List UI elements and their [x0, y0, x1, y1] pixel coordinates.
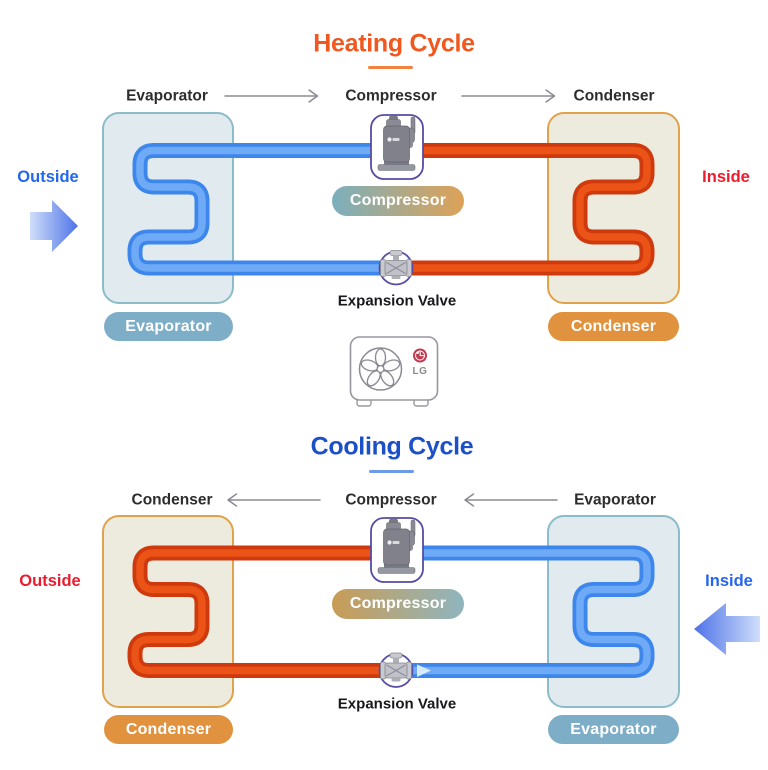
lg-logo-text: LG [412, 366, 428, 377]
heating-hot-pipe [396, 143, 655, 276]
heating-condenser-badge: Condenser [548, 312, 679, 341]
heating-condenser-badge-label: Condenser [570, 317, 657, 335]
cooling-condenser-badge-label: Condenser [125, 720, 212, 738]
heating-title: Heating Cycle [313, 29, 475, 58]
outdoor-unit-icon [349, 336, 439, 407]
fan-icon [358, 347, 403, 391]
heating-cold-pipe [127, 143, 396, 276]
cooling-cold-pipe [396, 545, 655, 678]
cooling-evaporator-box [547, 515, 680, 708]
cooling-outside-label: Outside [19, 571, 81, 590]
cooling-hot-pipe [127, 545, 396, 678]
cooling-evaporator-badge-label: Evaporator [570, 720, 657, 738]
heating-inside-label: Inside [702, 167, 750, 186]
cooling-flow-arrows [227, 493, 558, 507]
heating-title-underline [368, 66, 413, 69]
heating-flow-label-condenser: Condenser [573, 87, 655, 105]
heating-outside-label: Outside [17, 167, 79, 186]
heating-flow-arrows [224, 89, 556, 103]
cooling-flow-label-condenser: Condenser [131, 491, 213, 509]
cooling-compressor-badge-label: Compressor [349, 595, 447, 612]
lg-logo-icon [413, 348, 427, 363]
heating-evaporator-badge-label: Evaporator [125, 317, 212, 335]
cooling-title-underline [369, 470, 414, 473]
heating-compressor-badge: Compressor [332, 186, 464, 216]
cooling-expansion-valve-label: Expansion Valve [337, 695, 457, 713]
cooling-inside-label: Inside [705, 571, 753, 590]
heating-evaporator-badge: Evaporator [104, 312, 233, 341]
cooling-flow-arrowhead [417, 664, 431, 677]
heating-compressor-badge-label: Compressor [349, 192, 447, 209]
cooling-compressor-badge: Compressor [332, 589, 464, 619]
cooling-condenser-box [102, 515, 234, 708]
heating-expansion-valve-label: Expansion Valve [337, 292, 457, 310]
cooling-flow-label-evaporator: Evaporator [574, 491, 656, 509]
cooling-condenser-badge: Condenser [104, 715, 233, 744]
inside-air-left-arrow [694, 603, 760, 655]
heating-flow-label-evaporator: Evaporator [126, 87, 208, 105]
cooling-flow-label-compressor: Compressor [345, 491, 437, 509]
cooling-title: Cooling Cycle [310, 432, 474, 461]
cooling-evaporator-badge: Evaporator [548, 715, 679, 744]
outside-air-right-arrow [30, 200, 78, 252]
heating-flow-label-compressor: Compressor [345, 87, 437, 105]
